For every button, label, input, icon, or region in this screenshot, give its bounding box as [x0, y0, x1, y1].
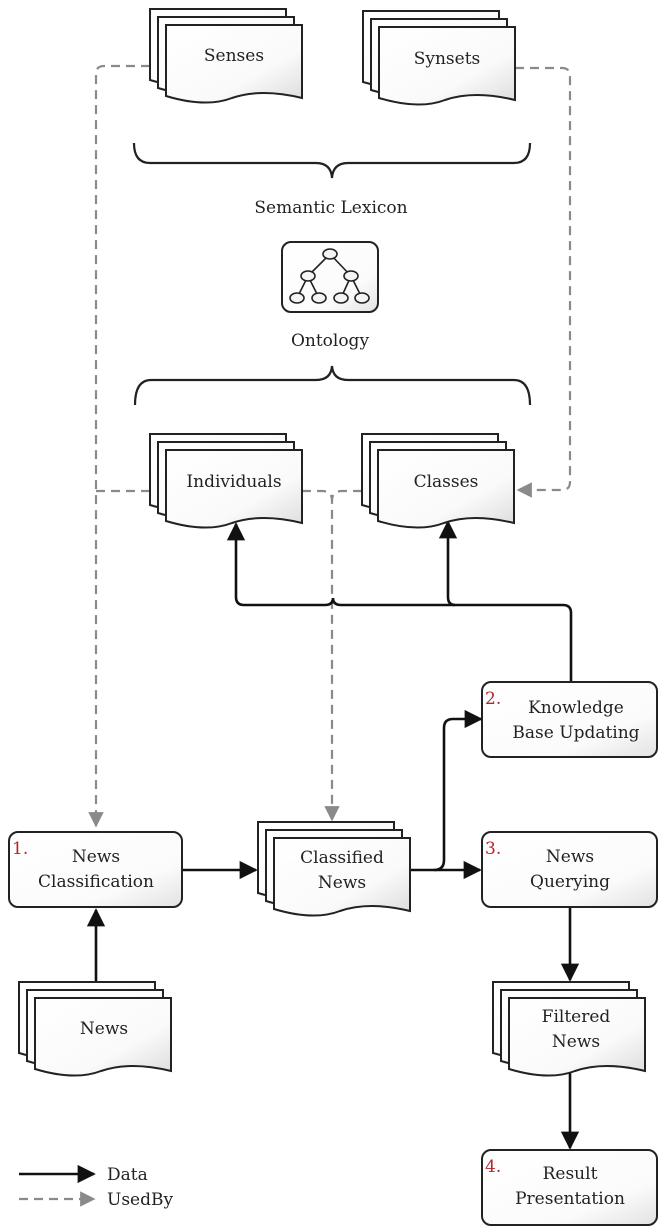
kbu-label-line2: Base Updating: [512, 723, 639, 743]
ontology-brace: [133, 365, 532, 406]
step-number-4: 4.: [485, 1157, 501, 1177]
result-presentation-label-line2: Presentation: [515, 1189, 625, 1209]
process-knowledge-base-updating: 2. Knowledge Base Updating: [481, 681, 658, 758]
classified-news-label-line2: News: [318, 873, 366, 893]
document-news: [18, 981, 172, 1077]
document-synsets: [362, 10, 516, 106]
classes-label: Classes: [414, 472, 479, 492]
synsets-label: Synsets: [414, 49, 481, 69]
data-to-classes: [438, 520, 458, 607]
legend: Data UsedBy: [19, 1164, 173, 1210]
usedby-senses-to-classification: [88, 64, 150, 828]
process-news-querying: 3. News Querying: [481, 831, 658, 908]
news-classification-label-line1: News: [72, 847, 120, 867]
data-classified-to-kbu: [433, 709, 483, 872]
classified-news-label-line1: Classified: [300, 848, 384, 868]
legend-usedby-label: UsedBy: [107, 1190, 173, 1210]
semantic-lexicon-brace: [132, 142, 532, 179]
document-filtered-news: [492, 981, 646, 1077]
result-presentation-label-line1: Result: [543, 1164, 598, 1184]
legend-data-label: Data: [107, 1165, 148, 1185]
usedby-synsets-to-classes: [515, 66, 572, 498]
ontology-label: Ontology: [291, 331, 370, 351]
semantic-lexicon-label: Semantic Lexicon: [254, 198, 407, 218]
senses-label: Senses: [204, 46, 264, 66]
news-label: News: [80, 1019, 128, 1039]
filtered-news-label-line1: Filtered: [542, 1007, 611, 1027]
filtered-news-label-line2: News: [552, 1032, 600, 1052]
document-classified-news: [257, 821, 411, 917]
usedby-classes-to-merge: [330, 489, 362, 502]
news-querying-label-line2: Querying: [530, 872, 610, 892]
step-number-1: 1.: [12, 839, 28, 859]
usedby-ontology-to-classified-news: [302, 489, 340, 822]
process-result-presentation: 4. Result Presentation: [481, 1149, 658, 1226]
usedby-connectors: [88, 64, 572, 828]
document-senses: [149, 8, 303, 104]
individuals-label: Individuals: [186, 472, 281, 492]
news-classification-label-line2: Classification: [38, 872, 154, 892]
step-number-3: 3.: [485, 839, 501, 859]
document-classes: [361, 433, 515, 529]
data-connectors: [86, 520, 580, 1150]
data-kbu-up: [226, 522, 573, 683]
process-news-classification: 1. News Classification: [8, 831, 183, 908]
step-number-2: 2.: [485, 689, 501, 709]
kbu-label-line1: Knowledge: [528, 698, 624, 718]
document-individuals: [149, 433, 303, 529]
tree-hierarchy-icon: [281, 241, 379, 313]
news-querying-label-line1: News: [546, 847, 594, 867]
